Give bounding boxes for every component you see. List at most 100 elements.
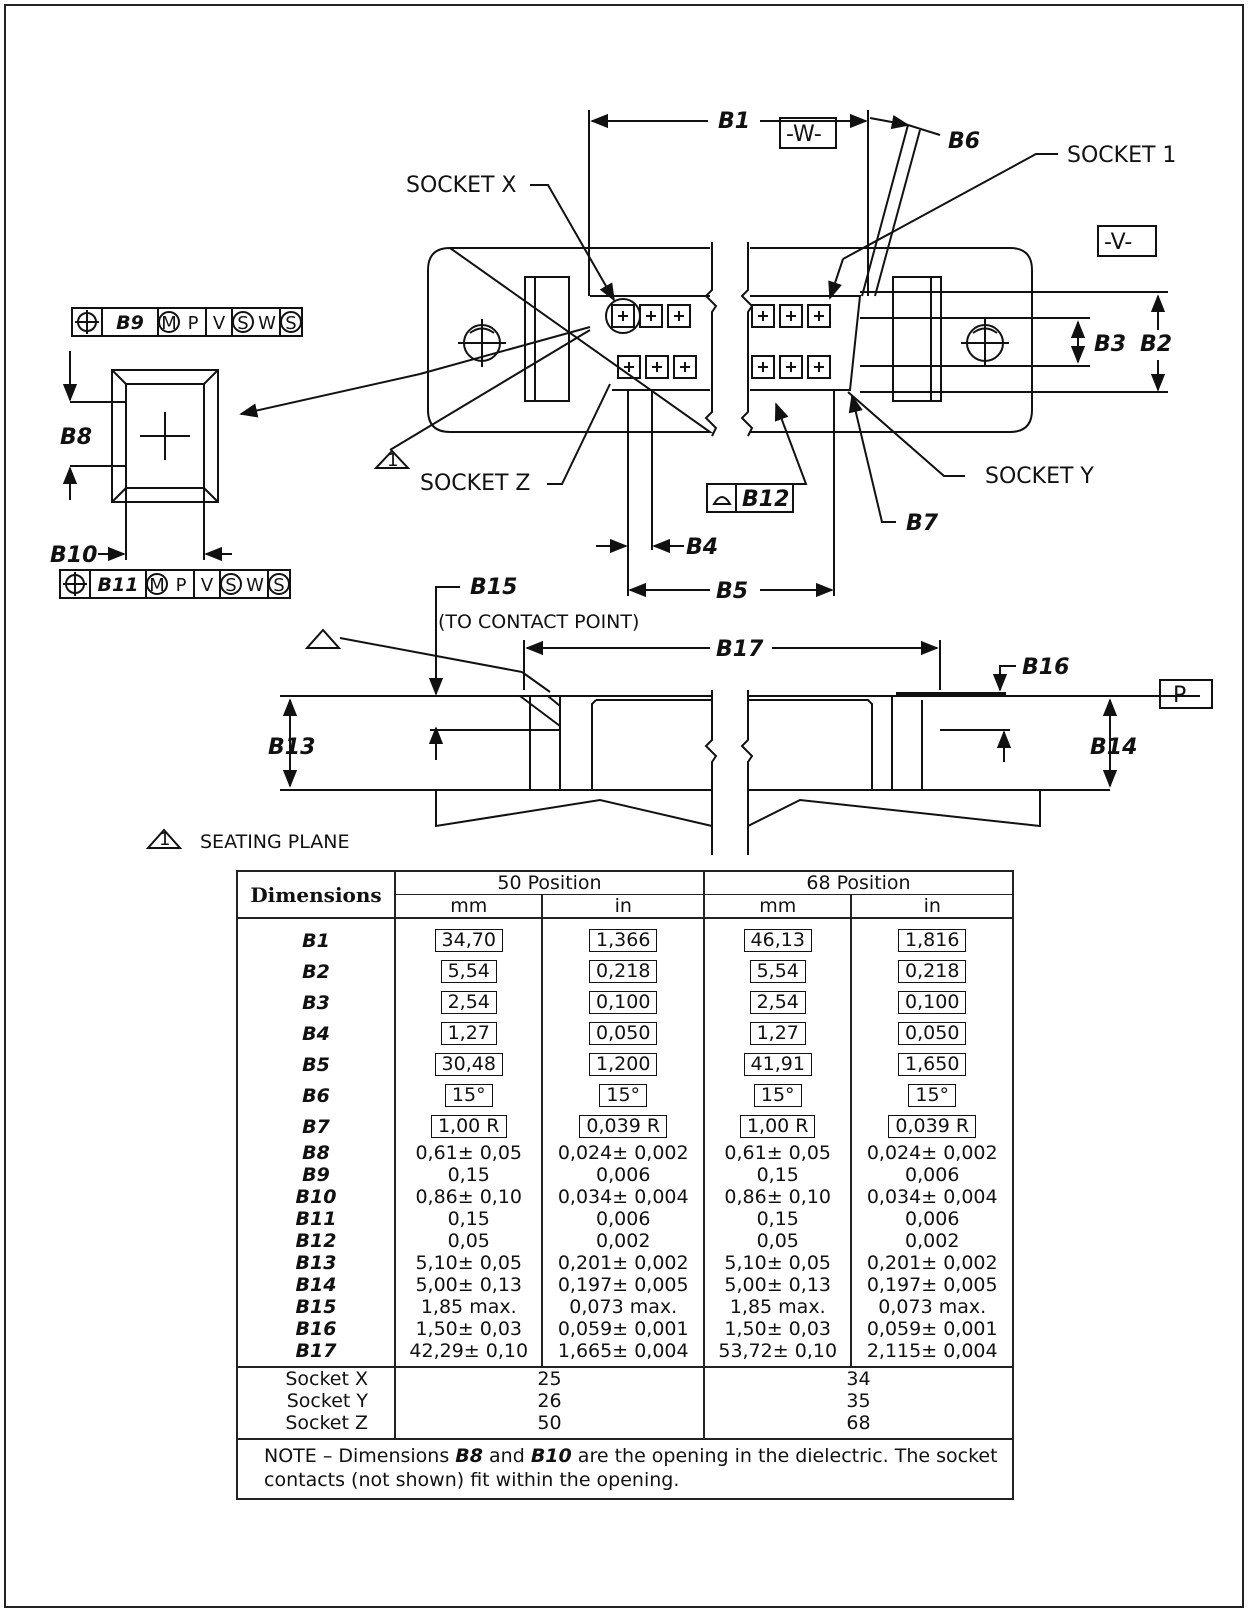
socket-contact <box>645 355 669 379</box>
dimension-value-cell: 0,006 <box>541 1164 705 1186</box>
dimension-name: B11 <box>236 1208 396 1230</box>
dimension-name: B4 <box>236 1018 396 1049</box>
fcf-cell-text: B9 <box>116 312 144 334</box>
dimension-value-cell: 2,115± 0,004 <box>850 1340 1014 1368</box>
unit-mm-header: mm <box>393 894 544 919</box>
fcf-cell-text: P <box>176 575 187 596</box>
socket-name: Socket Y <box>236 1390 396 1412</box>
dimension-value-cell: 1,00 R <box>702 1111 853 1142</box>
dimension-value: 0,059± 0,001 <box>866 1318 998 1340</box>
dimension-value-cell: 0,197± 0,005 <box>541 1274 705 1296</box>
dimension-value-cell: 0,034± 0,004 <box>850 1186 1014 1208</box>
dimension-value-cell: 0,86± 0,10 <box>702 1186 853 1208</box>
dimension-value-cell: 0,059± 0,001 <box>541 1318 705 1340</box>
dimension-value-cell: 5,00± 0,13 <box>393 1274 544 1296</box>
dimension-value: 0,61± 0,05 <box>724 1142 831 1164</box>
triangle-mark: 1 <box>159 829 170 850</box>
dimension-value-cell: 0,073 max. <box>850 1296 1014 1318</box>
datum-p-label: -P- <box>1165 683 1194 708</box>
dimension-value-cell: 0,039 R <box>850 1111 1014 1142</box>
dimension-value-cell: 0,100 <box>850 987 1014 1018</box>
dimension-value: 15° <box>753 1084 802 1107</box>
socket-contact <box>667 304 691 328</box>
dimension-value-cell: 5,54 <box>702 956 853 987</box>
dimension-value: 53,72± 0,10 <box>718 1340 838 1362</box>
dimension-value-cell: 0,05 <box>393 1230 544 1252</box>
socket-count-50: 50 <box>394 1412 705 1440</box>
dimension-value: 0,006 <box>596 1164 651 1186</box>
dimension-value-cell: 1,816 <box>850 918 1014 956</box>
dimension-value: 2,54 <box>749 991 806 1014</box>
dimension-value: 0,024± 0,002 <box>866 1142 998 1164</box>
dimension-value-cell: 1,00 R <box>393 1111 544 1142</box>
dimension-value-cell: 0,006 <box>850 1164 1014 1186</box>
b14-label: B14 <box>1090 735 1137 760</box>
dimension-value-cell: 1,27 <box>393 1018 544 1049</box>
dimension-value-cell: 1,650 <box>850 1049 1014 1080</box>
unit-in-header: in <box>850 894 1014 919</box>
dimension-value: 0,059± 0,001 <box>557 1318 689 1340</box>
note-b10: B10 <box>530 1445 572 1467</box>
dimension-value: 0,100 <box>589 991 658 1014</box>
dimension-value-cell: 0,15 <box>393 1208 544 1230</box>
dimension-value-cell: 1,50± 0,03 <box>702 1318 853 1340</box>
socket-contact <box>617 355 641 379</box>
dimension-value-cell: 5,54 <box>393 956 544 987</box>
dimension-value-cell: 0,002 <box>850 1230 1014 1252</box>
socket-count-50: 25 <box>394 1367 705 1390</box>
dimension-value: 0,006 <box>596 1208 651 1230</box>
connector-drawing: B1 -W- B6 SOCKET 1 SOCKET X -V- B3 B2 B9… <box>50 109 1213 855</box>
dimension-value: 15° <box>908 1084 957 1107</box>
socket-contacts-left <box>611 304 697 379</box>
dimension-value-cell: 0,039 R <box>541 1111 705 1142</box>
dimension-value: 0,15 <box>756 1208 799 1230</box>
dimension-value: 1,00 R <box>739 1115 816 1138</box>
dimension-value-cell: 0,15 <box>702 1164 853 1186</box>
b16-label: B16 <box>1022 655 1069 680</box>
dimension-value: 1,85 max. <box>729 1296 826 1318</box>
dimension-value-cell: 15° <box>702 1080 853 1111</box>
dimension-value-cell: 42,29± 0,10 <box>393 1340 544 1368</box>
fcf-cell-text: S <box>225 575 236 596</box>
b2-label: B2 <box>1140 332 1172 357</box>
dimension-name: B2 <box>236 956 396 987</box>
socket-contact <box>673 355 697 379</box>
right-mounting-hole <box>961 319 1009 367</box>
dimension-value: 0,050 <box>589 1022 658 1045</box>
b15-label: B15 <box>470 575 517 600</box>
dimension-value: 0,073 max. <box>878 1296 987 1318</box>
to-contact-point-label: (TO CONTACT POINT) <box>438 611 639 633</box>
note-text: NOTE – Dimensions <box>264 1445 456 1467</box>
note-text: are the opening in the dielectric. The s… <box>264 1445 998 1491</box>
socket-z-label: SOCKET Z <box>420 471 530 496</box>
dimension-value: 30,48 <box>434 1053 503 1076</box>
b13-label: B13 <box>268 735 315 760</box>
b6-label: B6 <box>948 129 980 154</box>
dimension-name: B6 <box>236 1080 396 1111</box>
right-latch <box>892 276 942 402</box>
dimension-value: 0,197± 0,005 <box>557 1274 689 1296</box>
dimension-value: 0,024± 0,002 <box>557 1142 689 1164</box>
dimension-value: 0,86± 0,10 <box>724 1186 831 1208</box>
dimension-value-cell: 0,050 <box>541 1018 705 1049</box>
socket-x-callout: SOCKET X <box>406 173 615 302</box>
socket-count-50: 26 <box>394 1390 705 1412</box>
drawing-border <box>4 4 1244 1608</box>
dimension-value-cell: 1,85 max. <box>393 1296 544 1318</box>
dimension-name: B8 <box>236 1142 396 1164</box>
b13-dimension: B13 <box>268 698 315 788</box>
dimension-name: B1 <box>236 918 396 956</box>
fcf-cell-text: P <box>188 313 199 334</box>
dimension-value-cell: 0,201± 0,002 <box>850 1252 1014 1274</box>
dimension-value-cell: 15° <box>393 1080 544 1111</box>
dimension-value: 1,50± 0,03 <box>724 1318 831 1340</box>
